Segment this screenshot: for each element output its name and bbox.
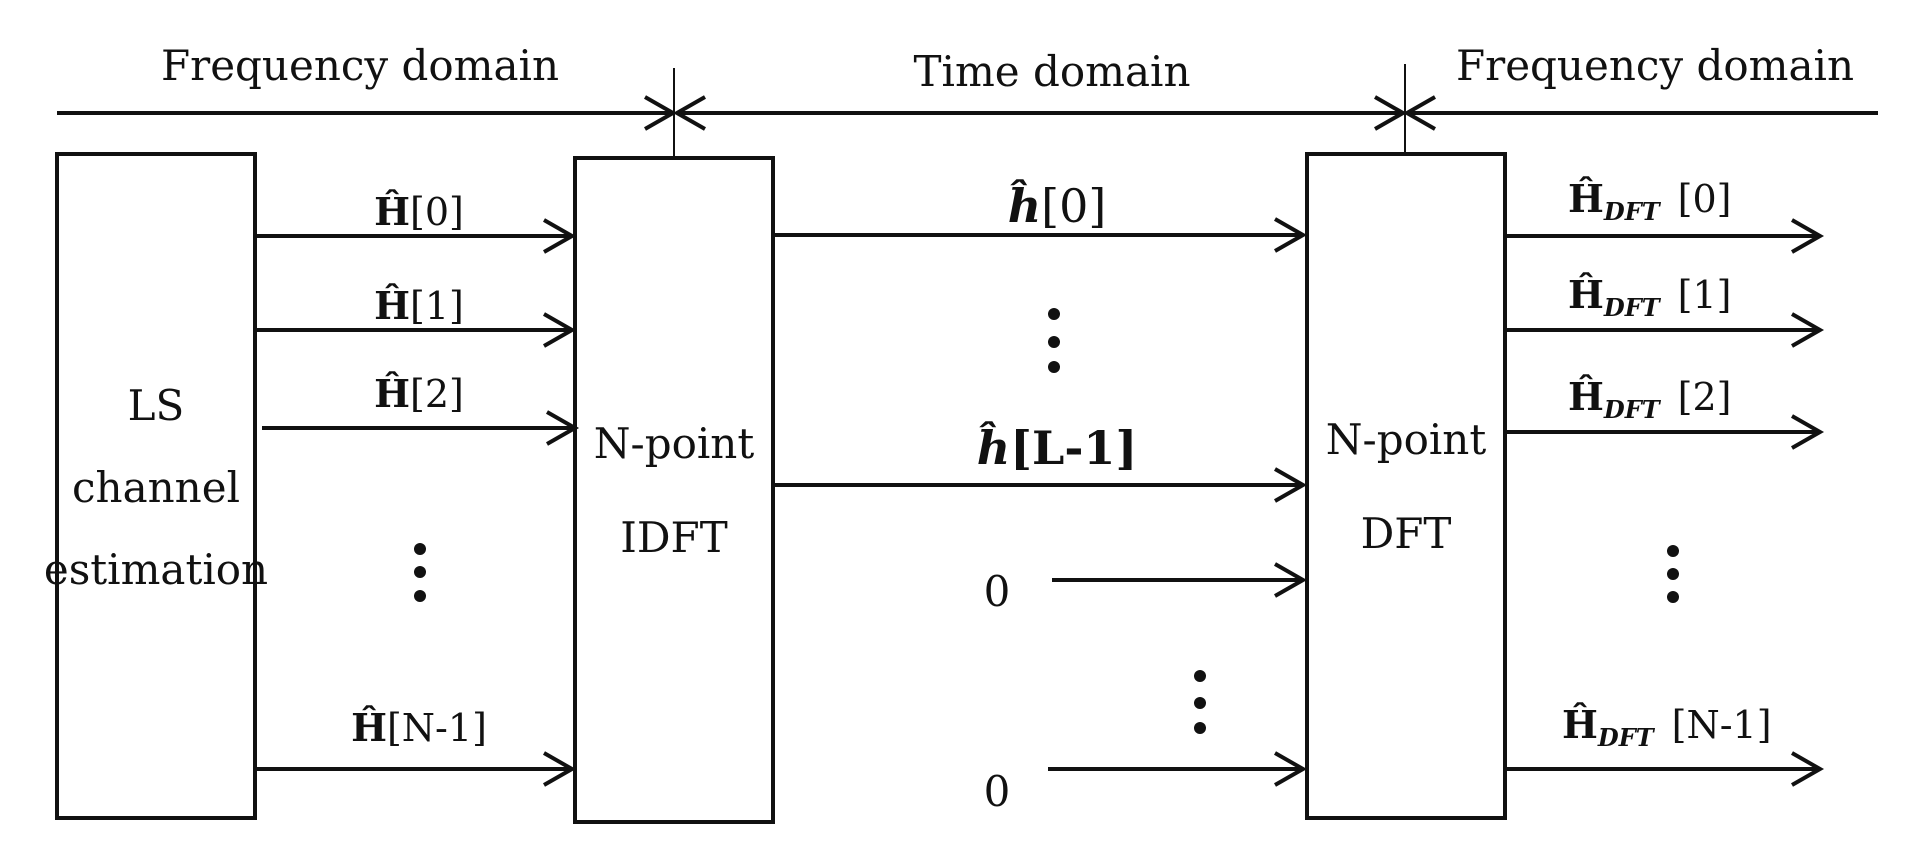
dft-output-2: ĤDFT [2] xyxy=(1507,374,1825,450)
ellipsis-dot xyxy=(1048,361,1060,373)
ls-output-arrowhead-1 xyxy=(543,312,577,348)
ls-block-line-3: estimation xyxy=(44,545,268,594)
idft-output-arrowhead-0 xyxy=(1274,217,1308,253)
dft-output-symbol-1: Ĥ xyxy=(1568,272,1604,317)
dft-output-index-0: [0] xyxy=(1678,177,1732,221)
dft-output-n-1: ĤDFT [N-1] xyxy=(1507,702,1825,787)
ls-output-symbol-3: Ĥ xyxy=(351,705,387,750)
dft-output-0: ĤDFT [0] xyxy=(1507,176,1825,254)
ls-output-label-n-1: Ĥ[N-1] xyxy=(351,705,487,750)
ellipsis-dot xyxy=(414,566,426,578)
idft-block-line-2: IDFT xyxy=(620,513,727,562)
idft-block: N-point IDFT xyxy=(573,156,775,824)
ls-block-line-2: channel xyxy=(72,463,240,512)
dft-output-symbol-2: Ĥ xyxy=(1568,374,1604,419)
idft-output-index-0: [0] xyxy=(1041,179,1106,233)
ellipsis-dot xyxy=(1194,697,1206,709)
ls-block-line-1: LS xyxy=(128,381,185,430)
dft-output-subscript-3: DFT xyxy=(1597,723,1656,752)
ls-block-box xyxy=(55,152,257,820)
ellipsis-dot xyxy=(1667,568,1679,580)
zero-input-arrowhead-1 xyxy=(1274,562,1308,598)
idft-block-line-1: N-point xyxy=(594,419,755,468)
domain-arrowhead-middle-left xyxy=(672,95,706,131)
dft-block-box xyxy=(1305,152,1507,820)
dft-output-label-1: ĤDFT [1] xyxy=(1568,272,1731,322)
idft-output-ellipsis xyxy=(1048,308,1060,373)
ls-output-label-2: Ĥ[2] xyxy=(374,371,464,416)
dft-output-label-0: ĤDFT [0] xyxy=(1568,176,1731,226)
zero-input-2: 0 xyxy=(984,751,1308,816)
dft-output-ellipsis xyxy=(1667,545,1679,603)
dft-block-line-2: DFT xyxy=(1361,509,1452,558)
ls-output-ellipsis xyxy=(414,543,426,602)
zero-input-label-1: 0 xyxy=(984,567,1011,616)
ls-output-0: Ĥ[0] xyxy=(257,189,577,254)
ls-output-arrowhead-n-1 xyxy=(543,751,577,787)
ls-output-label-0: Ĥ[0] xyxy=(374,189,464,234)
ls-output-arrowhead-0 xyxy=(543,218,577,254)
zero-input-label-2: 0 xyxy=(984,767,1011,816)
dft-block-line-1: N-point xyxy=(1326,415,1487,464)
ls-output-index-2: [2] xyxy=(410,372,464,416)
ellipsis-dot xyxy=(1048,336,1060,348)
ls-output-label-1: Ĥ[1] xyxy=(374,283,464,328)
ellipsis-dot xyxy=(1667,591,1679,603)
ls-output-symbol-2: Ĥ xyxy=(374,371,410,416)
dft-output-arrowhead-2 xyxy=(1791,414,1825,450)
domain-arrowhead-right xyxy=(1402,95,1436,131)
idft-output-symbol-0: ĥ xyxy=(1008,178,1041,233)
idft-output-l-1: ĥ[L-1] xyxy=(775,420,1308,503)
ls-output-index-1: [1] xyxy=(410,284,464,328)
dft-output-index-3: [N-1] xyxy=(1672,703,1772,747)
ellipsis-dot xyxy=(1194,722,1206,734)
ls-output-symbol-0: Ĥ xyxy=(374,189,410,234)
ls-output-2: Ĥ[2] xyxy=(262,371,580,446)
dft-output-subscript-1: DFT xyxy=(1603,293,1662,322)
idft-output-label-0: ĥ[0] xyxy=(1008,178,1107,233)
ls-output-n-1: Ĥ[N-1] xyxy=(257,705,577,787)
idft-block-box xyxy=(573,156,775,824)
ellipsis-dot xyxy=(414,543,426,555)
dft-output-subscript-2: DFT xyxy=(1603,395,1662,424)
ls-output-index-3: [N-1] xyxy=(387,706,487,750)
ls-output-symbol-1: Ĥ xyxy=(374,283,410,328)
dft-output-index-2: [2] xyxy=(1678,375,1732,419)
dft-output-label-2: ĤDFT [2] xyxy=(1568,374,1731,424)
dft-output-arrowhead-1 xyxy=(1791,312,1825,348)
domain-header: Frequency domain Time domain Frequency d… xyxy=(57,41,1878,157)
idft-output-symbol-l-1: ĥ xyxy=(977,420,1010,475)
domain-label-left: Frequency domain xyxy=(161,41,559,90)
ellipsis-dot xyxy=(414,590,426,602)
idft-output-0: ĥ[0] xyxy=(775,178,1308,253)
zero-input-ellipsis xyxy=(1194,670,1206,734)
dft-output-symbol-3: Ĥ xyxy=(1562,702,1598,747)
zero-input-arrowhead-2 xyxy=(1274,751,1308,787)
dft-output-symbol-0: Ĥ xyxy=(1568,176,1604,221)
idft-output-arrowhead-l-1 xyxy=(1274,467,1308,503)
dft-output-arrowhead-n-1 xyxy=(1791,751,1825,787)
ellipsis-dot xyxy=(1048,308,1060,320)
ls-output-index-0: [0] xyxy=(410,190,464,234)
dft-output-1: ĤDFT [1] xyxy=(1507,272,1825,348)
ls-block: LS channel estimation xyxy=(44,152,268,820)
domain-label-right: Frequency domain xyxy=(1456,41,1854,90)
dft-output-subscript-0: DFT xyxy=(1603,197,1662,226)
ls-output-1: Ĥ[1] xyxy=(257,283,577,348)
idft-output-index-l-1: [L-1] xyxy=(1010,421,1137,475)
ellipsis-dot xyxy=(1667,545,1679,557)
dft-block: N-point DFT xyxy=(1305,152,1507,820)
zero-input-1: 0 xyxy=(984,562,1308,616)
dft-output-arrowhead-0 xyxy=(1791,218,1825,254)
dft-output-label-n-1: ĤDFT [N-1] xyxy=(1562,702,1772,752)
dft-output-index-1: [1] xyxy=(1678,273,1732,317)
idft-output-label-l-1: ĥ[L-1] xyxy=(977,420,1137,475)
domain-label-middle: Time domain xyxy=(914,47,1191,96)
ellipsis-dot xyxy=(1194,670,1206,682)
